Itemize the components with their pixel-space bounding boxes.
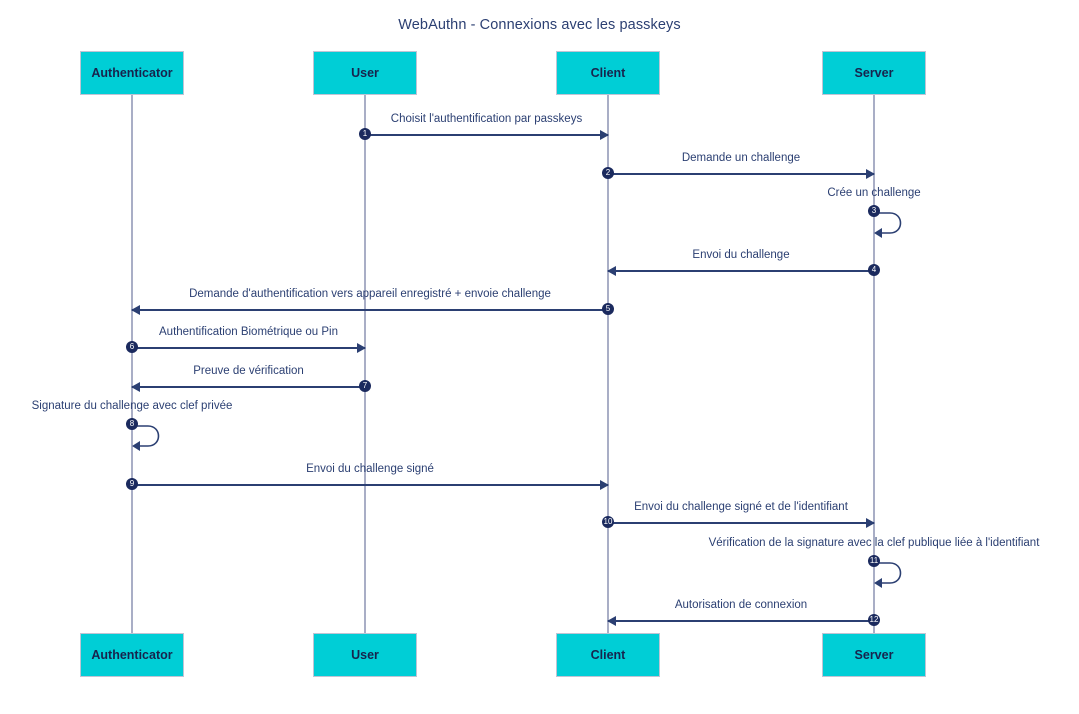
lifeline-client: [607, 95, 609, 633]
lifeline-user: [364, 95, 366, 633]
message-line-10: [608, 522, 874, 524]
arrowhead-icon-2: [866, 168, 875, 179]
participant-user-top[interactable]: User: [313, 51, 417, 95]
arrowhead-icon-7: [131, 381, 140, 392]
participant-client-top[interactable]: Client: [556, 51, 660, 95]
message-label-9: Envoi du challenge signé: [306, 463, 434, 475]
message-number-6: 6: [126, 341, 138, 353]
message-line-5: [132, 309, 608, 311]
participant-authenticator-bottom[interactable]: Authenticator: [80, 633, 184, 677]
arrowhead-icon-5: [131, 304, 140, 315]
message-number-8: 8: [126, 418, 138, 430]
self-message-3: Crée un challenge 3: [827, 187, 921, 239]
lifeline-authenticator: [131, 95, 133, 633]
message-line-7: [132, 386, 365, 388]
message-label-5: Demande d'authentification vers appareil…: [189, 288, 551, 300]
message-number-7: 7: [359, 380, 371, 392]
self-message-11: Vérification de la signature avec la cle…: [709, 537, 1039, 589]
message-number-1: 1: [359, 128, 371, 140]
message-number-11: 11: [868, 555, 880, 567]
message-line-1: [365, 134, 608, 136]
participant-server-bottom[interactable]: Server: [822, 633, 926, 677]
participant-authenticator-top[interactable]: Authenticator: [80, 51, 184, 95]
message-number-2: 2: [602, 167, 614, 179]
message-label-11: Vérification de la signature avec la cle…: [708, 537, 1040, 549]
arrowhead-icon-9: [600, 479, 609, 490]
participant-user-bottom[interactable]: User: [313, 633, 417, 677]
message-label-7: Preuve de vérification: [193, 365, 304, 377]
message-line-4: [608, 270, 874, 272]
message-label-1: Choisit l'authentification par passkeys: [390, 113, 583, 125]
message-label-12: Autorisation de connexion: [674, 599, 808, 611]
message-number-9: 9: [126, 478, 138, 490]
message-label-10: Envoi du challenge signé et de l'identif…: [634, 501, 848, 513]
diagram-title: WebAuthn - Connexions avec les passkeys: [398, 17, 681, 33]
message-label-8: Signature du challenge avec clef privée: [31, 400, 233, 412]
self-message-8: Signature du challenge avec clef privée 8: [32, 400, 232, 452]
message-number-4: 4: [868, 264, 880, 276]
arrowhead-icon-1: [600, 129, 609, 140]
participant-server-top[interactable]: Server: [822, 51, 926, 95]
arrowhead-icon-6: [357, 342, 366, 353]
participant-client-bottom[interactable]: Client: [556, 633, 660, 677]
message-label-3: Crée un challenge: [827, 187, 921, 199]
message-line-12: [608, 620, 874, 622]
message-number-12: 12: [868, 614, 880, 626]
message-number-3: 3: [868, 205, 880, 217]
arrowhead-icon-4: [607, 265, 616, 276]
message-label-6: Authentification Biométrique ou Pin: [159, 326, 338, 338]
message-line-2: [608, 173, 874, 175]
lifeline-server: [873, 95, 875, 633]
message-label-4: Envoi du challenge: [692, 249, 790, 261]
arrowhead-icon-10: [866, 517, 875, 528]
message-number-5: 5: [602, 303, 614, 315]
message-number-10: 10: [602, 516, 614, 528]
message-line-9: [132, 484, 608, 486]
message-label-2: Demande un challenge: [681, 152, 801, 164]
arrowhead-icon-12: [607, 615, 616, 626]
message-line-6: [132, 347, 365, 349]
